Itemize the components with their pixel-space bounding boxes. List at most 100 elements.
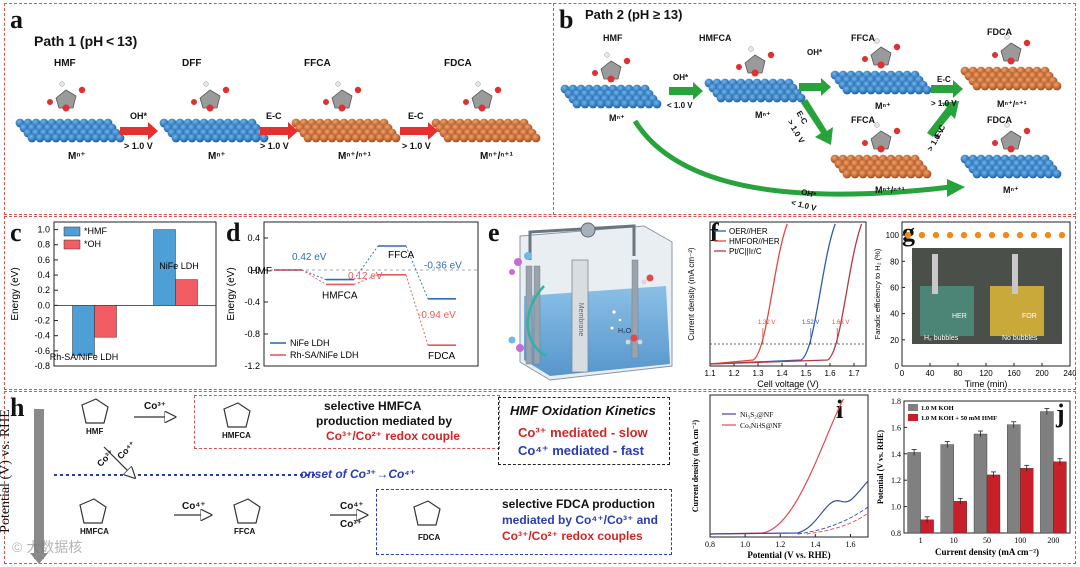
box1-line1: selective HMFCA: [324, 399, 422, 413]
b-mol-label-3: FDCA: [987, 27, 1012, 37]
h-hmfca2-label: HMFCA: [80, 527, 109, 536]
b-surf-label-2: Mⁿ⁺: [875, 101, 891, 111]
b-slab-1-atom: [788, 93, 798, 103]
g-point: [946, 231, 954, 239]
g-point: [960, 231, 968, 239]
b-molecule-4-oxygen: [877, 145, 885, 153]
b-slab-0-atom: [628, 99, 638, 109]
onset-label: onset of Co³⁺→Co⁴⁺: [300, 467, 416, 481]
box1-line3: Co³⁺/Co²⁺ redox couple: [326, 429, 461, 443]
b-slab-4-atom: [906, 169, 916, 179]
a-arrow-bot-1: > 1.0 V: [260, 141, 289, 151]
b-slab-1-atom: [796, 93, 806, 103]
a-slab-1-atom: [251, 133, 261, 143]
f-xtick-label: 1.5: [800, 369, 812, 378]
panel-h: h Potential (V) vs. RHE HMF Co³⁺ HMFCA: [0, 391, 688, 564]
a-slab-3-atom: [443, 133, 453, 143]
b-slab-2-atom: [850, 85, 860, 95]
b-slab-2-atom: [874, 85, 884, 95]
b-slab-0-atom: [596, 99, 606, 109]
b-slab-5-atom: [1012, 169, 1022, 179]
c-legend-label: *OH: [84, 239, 101, 249]
b-arrow-4: [927, 101, 959, 137]
b-slab-4-atom: [922, 169, 932, 179]
g-photo-electrode: [1012, 254, 1018, 294]
d-plot-frame: [263, 221, 479, 367]
j-ytick-label: 1.2: [891, 476, 901, 485]
b-molecule-2-hydrogen: [874, 38, 880, 44]
b-slab-2-atom: [882, 85, 892, 95]
c-category-label: NiFe LDH: [159, 261, 199, 271]
panel-b: b Path 2 (pH ≥ 13) HMF HMFCA FFCA FDCA F…: [555, 3, 1076, 215]
b-slab-0-atom: [580, 99, 590, 109]
a-slab-2-atom: [303, 133, 313, 143]
a-slab-2: [291, 118, 401, 143]
a-slab-3-atom: [475, 133, 485, 143]
b-arrow-1: [799, 78, 831, 96]
b-slab-2-atom: [906, 85, 916, 95]
b-molecule-0-oxygen: [607, 75, 615, 83]
potential-bar: [34, 409, 44, 559]
g-photo-label: No bubbles: [1002, 335, 1038, 342]
i-xtick-label: 1.6: [845, 540, 855, 549]
b-molecule-3-oxygen: [1007, 57, 1015, 65]
b-arrow-bot-2: > 1.0 V: [931, 99, 957, 108]
d-annotation: 0.42 eV: [292, 252, 327, 263]
a-slab-2-atom: [343, 133, 353, 143]
b-slab-0-atom: [644, 99, 654, 109]
box-fdca: [376, 489, 672, 555]
c-bar-OH: [175, 279, 198, 306]
a-arrow-1: [260, 122, 298, 140]
g-xtick-label: 120: [979, 369, 993, 378]
j-xtick-label: 50: [983, 536, 991, 545]
b-slab-1-atom: [748, 93, 758, 103]
b-slab-5-atom: [980, 169, 990, 179]
c-legend-label: *HMF: [84, 226, 107, 236]
water-molecules-icon: [625, 274, 654, 345]
a-molecule-3-oxygen3: [463, 99, 469, 105]
i-curve-coni: [709, 398, 844, 535]
g-ytick-label: 100: [886, 231, 900, 240]
left-cycle-arrow: [526, 285, 547, 358]
chart-c: -0.8-0.6-0.4-0.20.00.20.40.60.81.0Energy…: [10, 221, 217, 371]
b-mol-label-4: FFCA: [851, 115, 875, 125]
water-label: H₂O: [618, 328, 632, 335]
d-legend-label: NiFe LDH: [290, 338, 330, 348]
c-category-label: Rh-SA/NiFe LDH: [50, 352, 119, 362]
a-slab-2-atom: [359, 133, 369, 143]
b-slab-3-atom: [972, 81, 982, 91]
b-arrow-5-head: [947, 179, 965, 197]
b-mol-label-1: HMFCA: [699, 33, 732, 43]
j-legend-label: 1.0 M KOH + 50 mM HMF: [921, 415, 997, 422]
b-slab-0-atom: [652, 99, 662, 109]
b-slab-4-atom: [858, 169, 868, 179]
b-surf-label-5: Mⁿ⁺: [1003, 185, 1019, 195]
j-legend-label: 1.0 M KOH: [921, 405, 954, 412]
g-xtick-label: 80: [954, 369, 963, 378]
b-molecule-2-oxygen2: [893, 43, 901, 51]
a-surf-label-2: Mⁿ⁺/ⁿ⁺¹: [338, 151, 371, 162]
row-top-border: [4, 3, 1076, 215]
b-molecule-1-hydrogen: [748, 46, 754, 52]
a-slab-0-atom: [99, 133, 109, 143]
d-ytick-label: -1.2: [244, 361, 260, 371]
d-annotation: -0.94 eV: [418, 310, 456, 321]
a-slab-3-atom: [531, 133, 541, 143]
a-slab-3: [431, 118, 541, 143]
b-slab-3-atom: [1012, 81, 1022, 91]
d-ytick-label: -0.8: [244, 329, 260, 339]
f-annotation: 1.63 V: [832, 320, 849, 326]
i-curve-coni-dashed: [806, 512, 869, 535]
kinetics-slow: Co³⁺ mediated - slow: [518, 425, 648, 440]
h-hmf-label: HMF: [86, 427, 104, 436]
i-xtick-label: 1.2: [775, 540, 785, 549]
a-slab-1: [159, 118, 269, 143]
g-photo-left-cell: [920, 286, 974, 336]
a-slab-1-atom: [259, 133, 269, 143]
a-slab-1-atom: [171, 133, 181, 143]
i-ylabel: Current density (mA cm⁻²): [691, 419, 700, 512]
b-slab-5-atom: [988, 169, 998, 179]
a-surf-label-0: Mⁿ⁺: [68, 151, 86, 162]
b-slab-5-atom: [1036, 169, 1046, 179]
